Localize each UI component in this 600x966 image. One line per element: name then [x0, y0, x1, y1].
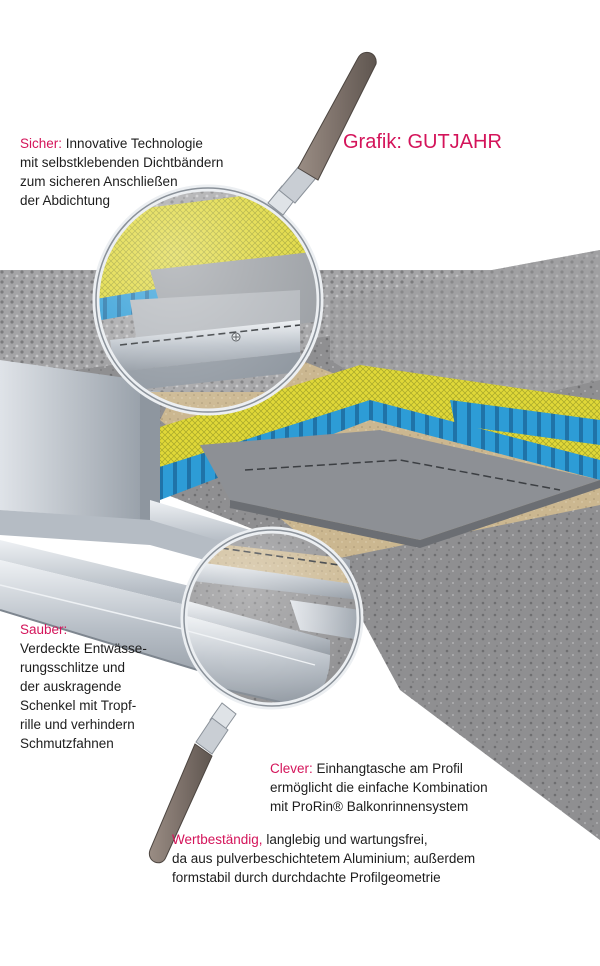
caption-wertbestaendig: Wertbeständig, langlebig und wartungsfre… [172, 830, 592, 887]
caption-sauber-line: der auskragende [20, 679, 122, 694]
caption-sauber-line: Schenkel mit Tropf- [20, 698, 137, 713]
caption-sauber-line: Verdeckte Entwässe- [20, 641, 147, 656]
caption-sauber: Sauber: Verdeckte Entwässe- rungsschlitz… [20, 620, 205, 753]
caption-sauber-line: Schmutzfahnen [20, 736, 114, 751]
caption-wert-line: formstabil durch durchdachte Profilgeome… [172, 870, 441, 885]
sealing-membrane [200, 430, 600, 548]
caption-clever-line: Einhangtasche am Profil [316, 761, 463, 776]
aluminium-edge-profile [0, 360, 350, 600]
drainage-mat-layer [150, 365, 600, 500]
caption-wert-line: langlebig und wartungsfrei, [266, 832, 428, 847]
magnifier-bottom [180, 526, 364, 710]
magnifier-top-handle [267, 51, 377, 216]
caption-clever-line: ermöglicht die einfache Kombination [270, 780, 488, 795]
caption-sicher-line: Innovative Technologie [65, 136, 203, 151]
caption-clever-keyword: Clever: [270, 761, 313, 776]
caption-clever-line: mit ProRin® Balkonrinnensystem [270, 799, 469, 814]
caption-clever: Clever: Einhangtasche am Profil ermöglic… [270, 759, 590, 816]
caption-sauber-keyword: Sauber: [20, 622, 68, 637]
graphic-credit: Grafik: GUTJAHR [343, 131, 502, 153]
magnifier-bottom-handle [148, 702, 237, 864]
caption-sauber-line: rungsschlitze und [20, 660, 126, 675]
caption-sicher-line: zum sicheren Anschließen [20, 174, 178, 189]
caption-wert-keyword: Wertbeständig, [172, 832, 263, 847]
caption-sauber-line: rille und verhindern [20, 717, 135, 732]
caption-sicher-keyword: Sicher: [20, 136, 63, 151]
magnifier-top [92, 184, 324, 416]
caption-sicher-line: der Abdichtung [20, 193, 111, 208]
caption-sicher: Sicher: Innovative Technologie mit selbs… [20, 134, 300, 210]
caption-wert-line: da aus pulverbeschichtetem Aluminium; au… [172, 851, 476, 866]
caption-sicher-line: mit selbstklebenden Dichtbändern [20, 155, 224, 170]
